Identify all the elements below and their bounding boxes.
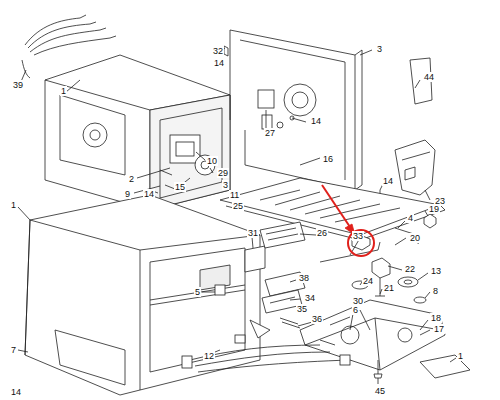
callout-number: 10 (206, 156, 218, 166)
callout-number: 1 (60, 86, 67, 96)
callout-number: 20 (409, 233, 421, 243)
callout-number: 32 (212, 46, 224, 56)
callout-number: 1 (10, 200, 17, 210)
callout-number: 14 (382, 176, 394, 186)
callout-number: 29 (217, 168, 229, 178)
callout-number: 17 (433, 324, 445, 334)
callout-number: 9 (124, 189, 131, 199)
callout-number: 27 (264, 128, 276, 138)
callout-number: 5 (194, 287, 201, 297)
callout-number: 19 (428, 204, 440, 214)
callout-number: 18 (430, 313, 442, 323)
callout-number: 34 (304, 293, 316, 303)
callout-number: 44 (423, 72, 435, 82)
callout-number: 7 (10, 345, 17, 355)
callout-number: 24 (362, 276, 374, 286)
callout-number: 33 (352, 231, 364, 241)
callout-number: 11 (229, 190, 240, 200)
callout-number: 22 (404, 264, 416, 274)
callout-number: 12 (203, 351, 215, 361)
callout-number: 25 (232, 201, 244, 211)
callout-number: 2 (128, 174, 135, 184)
callout-number: 3 (222, 180, 229, 190)
callout-number: 14 (310, 116, 322, 126)
callout-number: 38 (298, 273, 310, 283)
callout-number: 13 (430, 266, 442, 276)
callout-number: 14 (10, 387, 22, 397)
callout-number: 45 (374, 386, 386, 396)
callout-number: 39 (12, 80, 24, 90)
callout-number: 8 (432, 286, 439, 296)
callout-number: 14 (143, 189, 155, 199)
callout-number: 6 (352, 305, 359, 315)
callout-number: 15 (174, 182, 186, 192)
callout-number: 36 (311, 314, 323, 324)
callout-number: 14 (213, 58, 225, 68)
callout-number: 31 (247, 228, 259, 238)
callout-number: 26 (316, 228, 328, 238)
callout-number: 3 (376, 44, 383, 54)
callout-number: 16 (322, 154, 334, 164)
callout-number: 35 (296, 304, 308, 314)
callout-number: 1 (457, 351, 464, 361)
callout-number: 21 (383, 283, 395, 293)
callout-number: 4 (407, 213, 414, 223)
